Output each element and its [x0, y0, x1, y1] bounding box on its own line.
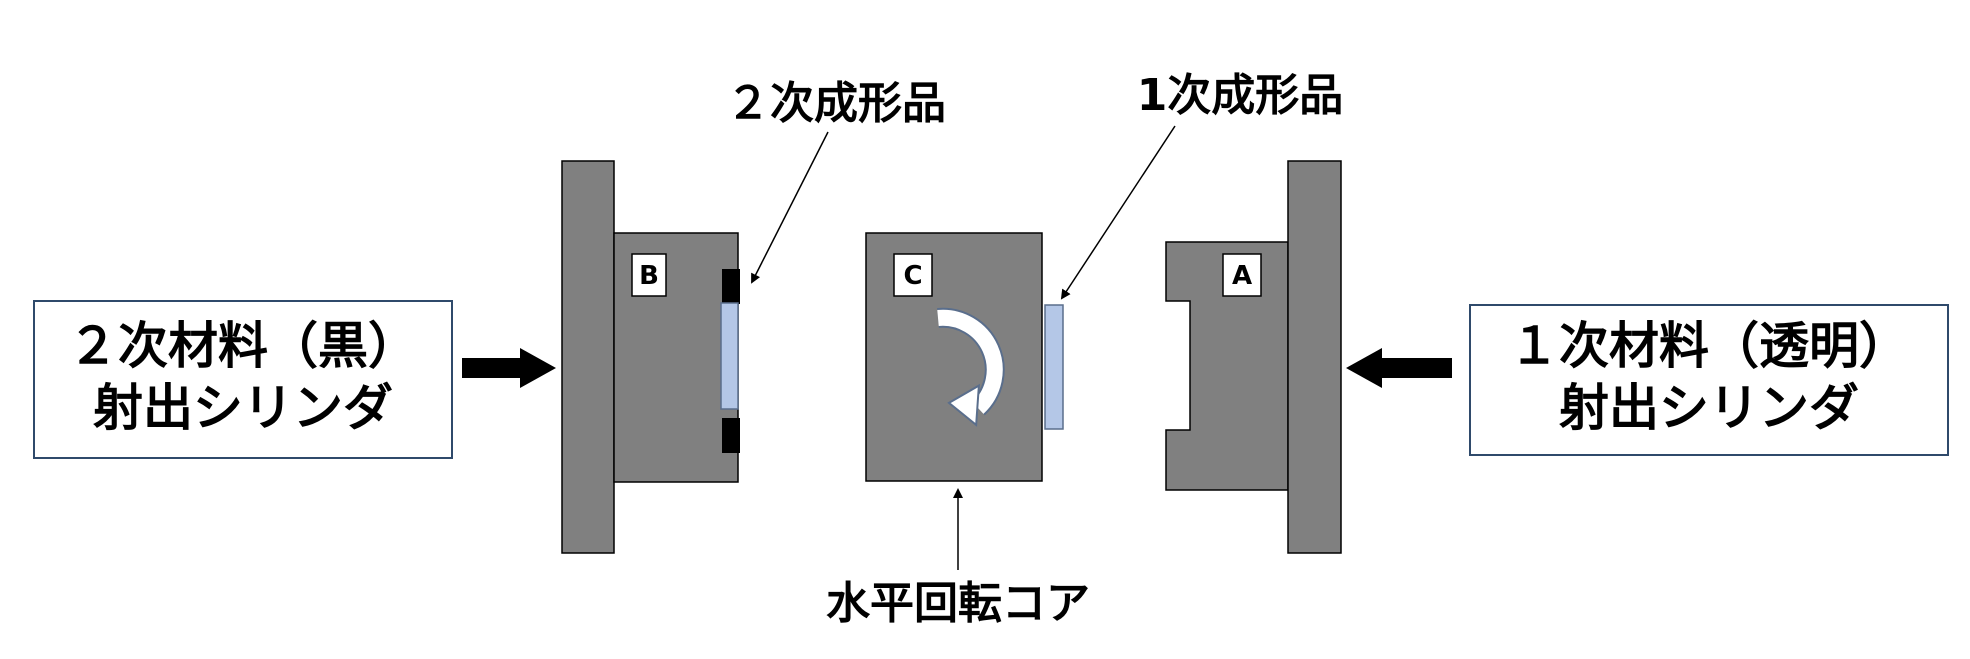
- rotary-core-label-box: [893, 253, 933, 297]
- secondary-part-leader-line: [751, 131, 829, 284]
- mold-a-label-box: [1222, 253, 1262, 297]
- left-injection-arrow: [462, 348, 556, 388]
- secondary-part-callout: ２次成形品: [726, 78, 946, 284]
- secondary-part-callout-label: ２次成形品: [726, 78, 946, 129]
- secondary-molded-part: [720, 269, 740, 453]
- rotary-core-callout: 水平回転コア: [826, 488, 1090, 629]
- mold-b-label-box: [631, 253, 667, 297]
- mold-a: A: [1165, 241, 1289, 491]
- secondary-part-black-bottom: [722, 418, 740, 453]
- left-injection-cylinder: ２次材料（黒） 射出シリンダ: [33, 300, 453, 459]
- right-injection-arrow: [1346, 348, 1452, 388]
- right-cylinder-line1: １次材料（透明）: [1509, 317, 1909, 375]
- primary-part-callout: 1次成形品: [1060, 70, 1344, 300]
- rotate-arrow-icon: [937, 307, 1005, 427]
- right-platen: [1287, 160, 1342, 554]
- rotary-core-label: C: [903, 261, 922, 291]
- mold-b-label: B: [639, 261, 659, 291]
- left-cylinder-line1: ２次材料（黒）: [68, 317, 418, 375]
- mold-b: B: [613, 232, 739, 483]
- rotary-core-callout-label: 水平回転コア: [826, 578, 1090, 629]
- primary-part-callout-label: 1次成形品: [1137, 70, 1344, 121]
- rotary-core-c: C: [865, 232, 1043, 482]
- left-cylinder-line2: 射出シリンダ: [93, 379, 393, 437]
- right-injection-cylinder: １次材料（透明） 射出シリンダ: [1469, 304, 1949, 456]
- primary-molded-part: [1044, 304, 1064, 430]
- right-cylinder-line2: 射出シリンダ: [1559, 379, 1859, 437]
- left-platen: [561, 160, 615, 554]
- left-cylinder-box: [33, 300, 453, 459]
- mold-a-label: A: [1232, 261, 1252, 291]
- secondary-part-clear: [720, 302, 739, 410]
- secondary-part-black-top: [722, 269, 740, 304]
- right-cylinder-box: [1469, 304, 1949, 456]
- primary-part-leader-line: [1060, 125, 1176, 300]
- rotary-core-body: [865, 232, 1043, 482]
